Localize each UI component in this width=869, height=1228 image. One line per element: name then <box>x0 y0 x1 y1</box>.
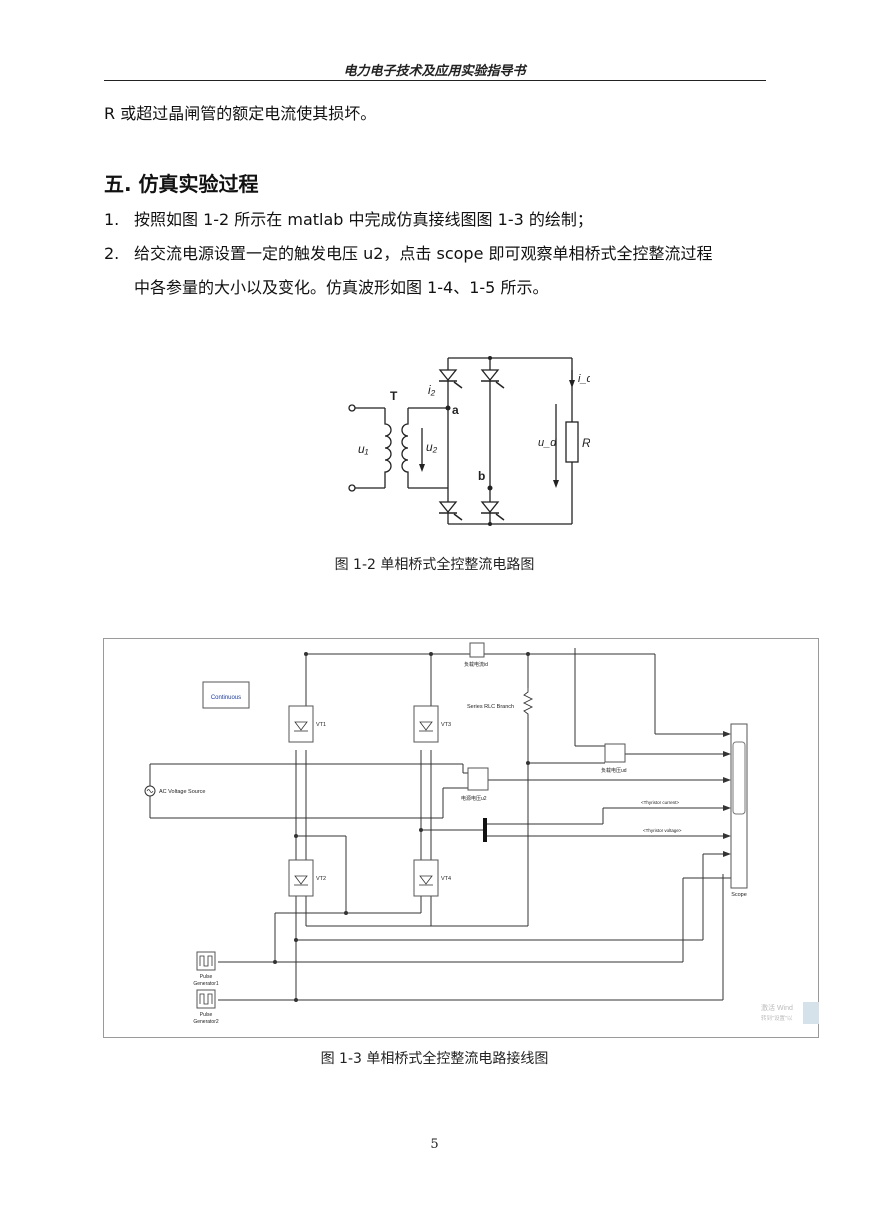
vt1-label: VT1 <box>316 722 326 728</box>
bridge-circuit-diagram: T u₁ u₂ i₂ a b i_d u_d R <box>348 356 590 526</box>
section-heading: 五. 仿真实验过程 <box>104 172 259 196</box>
step-text: 给交流电源设置一定的触发电压 u2，点击 scope 即可观察单相桥式全控整流过… <box>134 244 713 263</box>
thyristor-voltage-label: <Thyristor voltage> <box>643 828 682 833</box>
step-text: 按照如图 1-2 所示在 matlab 中完成仿真接线图图 1-3 的绘制； <box>134 210 593 229</box>
label-b: b <box>478 469 485 483</box>
figure-1-2-caption: 图 1-2 单相桥式全控整流电路图 <box>334 557 535 573</box>
thyristor-current-label: <Thyristor current> <box>641 800 679 805</box>
label-a: a <box>452 403 459 417</box>
watermark-line-1: 激活 Wind <box>761 1003 793 1012</box>
running-header: 电力电子技术及应用实验指导书 <box>343 64 526 79</box>
meter-top-label: 负载电流id <box>464 661 488 668</box>
header-rule <box>104 80 766 81</box>
label-T: T <box>390 389 398 403</box>
step-1: 1. 按照如图 1-2 所示在 matlab 中完成仿真接线图图 1-3 的绘制； <box>104 208 593 232</box>
ac-source-label: AC Voltage Source <box>159 789 205 795</box>
meter-u2-label: 电源电压u2 <box>461 795 487 802</box>
watermark-line-2: 转到"设置"以 <box>761 1014 793 1022</box>
pulse1-label-a: Pulse <box>200 974 213 980</box>
meter-mid-label: 负载电压ud <box>601 767 627 774</box>
step-2: 2. 给交流电源设置一定的触发电压 u2，点击 scope 即可观察单相桥式全控整… <box>104 242 713 266</box>
continuous-block-label: Continuous <box>211 695 241 701</box>
label-ud: u_d <box>538 437 557 449</box>
label-id: i_d <box>578 373 590 385</box>
label-R: R <box>582 436 590 450</box>
vt4-label: VT4 <box>441 876 451 882</box>
label-i2: i₂ <box>428 383 436 397</box>
pulse1-label-b: Generator1 <box>193 981 219 987</box>
pulse2-label-b: Generator2 <box>193 1019 219 1025</box>
step-number: 2. <box>104 244 120 263</box>
label-u2: u₂ <box>426 440 438 454</box>
page-number: 5 <box>430 1137 439 1152</box>
scope-label: Scope <box>731 892 747 898</box>
figure-1-3-caption: 图 1-3 单相桥式全控整流电路接线图 <box>320 1051 549 1067</box>
simulink-model-diagram: Continuous VT1 VT3 VT2 VT4 AC Voltage So… <box>103 638 819 1038</box>
continuation-text: R 或超过晶闸管的额定电流使其损坏。 <box>104 104 377 123</box>
pulse2-label-a: Pulse <box>200 1012 213 1018</box>
vt2-label: VT2 <box>316 876 326 882</box>
vt3-label: VT3 <box>441 722 451 728</box>
step-2-continuation: 中各参量的大小以及变化。仿真波形如图 1-4、1-5 所示。 <box>134 278 549 297</box>
rlc-label: Series RLC Branch <box>467 704 514 710</box>
step-number: 1. <box>104 210 120 229</box>
label-u1: u₁ <box>358 442 369 456</box>
